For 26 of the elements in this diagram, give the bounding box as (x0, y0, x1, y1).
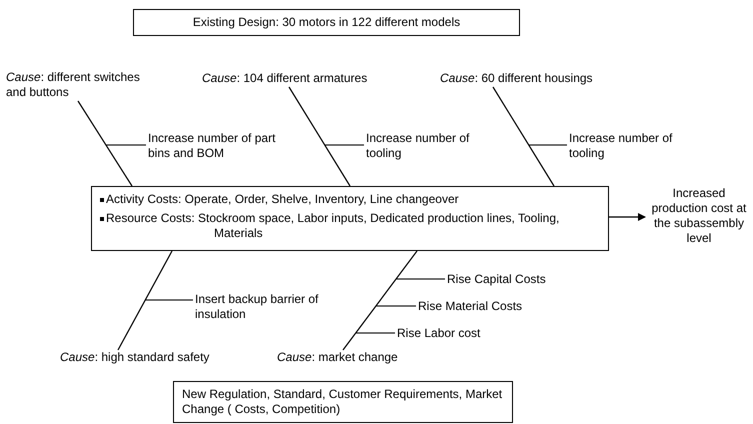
branch-label: Rise Material Costs (418, 299, 524, 314)
cost-text: Resource Costs: Stockroom space, Labor inputs, Dedicated production lines, Tooling, Materials (106, 211, 560, 241)
node-text: Cause: 104 different armatures (202, 71, 368, 85)
node-text: Increased production cost at the subassembly level (652, 186, 746, 245)
branch-label: Increase number of part bins and BOM (148, 131, 276, 161)
title-box (133, 9, 520, 36)
source-box (173, 381, 513, 423)
cost-text: Activity Costs: Operate, Order, Shelve, Inventory, Line changeover (106, 192, 459, 207)
node-text: New Regulation, Standard, Customer Requirements, Market Change ( Costs, Competition) (182, 387, 502, 416)
bone-line (492, 86, 555, 186)
branch-label: Increase number of tooling (569, 131, 674, 161)
bone-line (288, 86, 351, 186)
effect-box (91, 186, 609, 251)
branch-label: Rise Labor cost (397, 326, 482, 341)
branch-label: Insert backup barrier of insulation (195, 292, 320, 322)
bone-line (117, 250, 173, 350)
node-text: Existing Design: 30 motors in 122 different models (192, 15, 460, 29)
branch-label: Rise Capital Costs (447, 272, 547, 287)
branch-label: Increase number of tooling (366, 131, 470, 161)
node-text: Cause: market change (277, 350, 398, 364)
node-text: Cause: high standard safety (60, 350, 210, 364)
bone-line (78, 100, 132, 186)
node-text: Cause: 60 different housings (440, 71, 593, 85)
arrow (609, 213, 646, 221)
bone-line (342, 250, 418, 350)
node-text: Cause: different switches and buttons (6, 70, 140, 99)
